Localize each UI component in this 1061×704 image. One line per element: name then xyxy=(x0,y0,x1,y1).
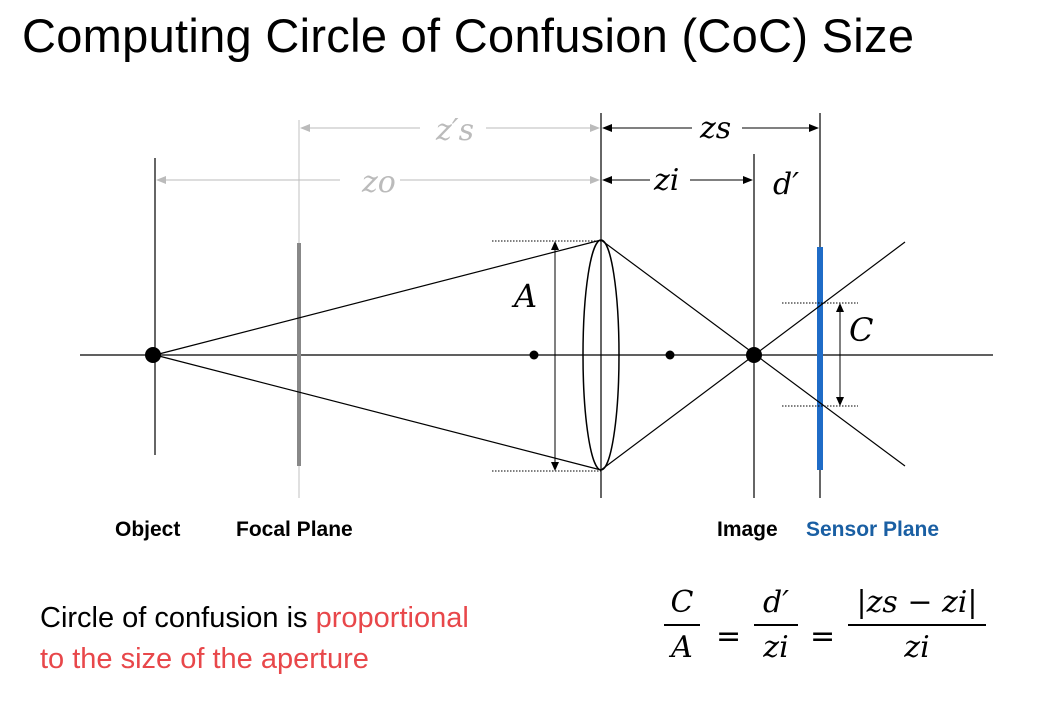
fraction-2-bar xyxy=(754,624,798,626)
object-point xyxy=(145,347,161,363)
zo-symbol: zo xyxy=(361,165,396,200)
focal-point-right xyxy=(665,350,675,360)
image-label: Image xyxy=(717,518,778,541)
fraction-2-numerator: d′ xyxy=(762,585,789,620)
aperture-arrow-head-bottom xyxy=(551,462,559,471)
caption-highlight-2: to the size of the aperture xyxy=(40,643,369,675)
fraction-1-bar xyxy=(664,624,700,626)
zs-symbol: zs xyxy=(699,111,731,146)
zi-arrow-right xyxy=(743,176,753,184)
aperture-arrow-head-top xyxy=(551,241,559,250)
zs-prime-arrow-right xyxy=(590,124,600,132)
coc-symbol: C xyxy=(849,311,873,349)
fraction-3-denominator: zi xyxy=(904,630,930,665)
fraction-3-numerator: |zs − zi| xyxy=(856,585,978,620)
equals-sign-2: = xyxy=(810,619,836,654)
zo-arrow-right xyxy=(590,176,600,184)
object-label: Object xyxy=(115,518,181,541)
ray-top-in xyxy=(154,239,602,356)
aperture-symbol: A xyxy=(511,277,537,315)
fraction-1-denominator: A xyxy=(671,630,693,665)
caption-highlight-1: proportional xyxy=(315,602,469,634)
focal-plane-label: Focal Plane xyxy=(236,518,353,541)
zs-prime-arrow-left xyxy=(300,124,310,132)
fraction-3-bar xyxy=(848,624,986,626)
equals-sign-1: = xyxy=(716,619,742,654)
coc-arrow-head-bottom xyxy=(836,397,844,406)
zs-prime-symbol: z′s xyxy=(435,113,474,148)
caption-plain: Circle of confusion is xyxy=(40,602,316,634)
ray-bottom-in xyxy=(154,354,602,471)
zo-arrow-left xyxy=(156,176,166,184)
zs-arrow-left xyxy=(602,124,612,132)
zs-arrow-right xyxy=(809,124,819,132)
image-point xyxy=(746,347,762,363)
fraction-abs-diff-over-zi: |zs − zi| zi xyxy=(848,585,986,665)
fraction-d-over-zi: d′ zi xyxy=(754,585,798,665)
focal-point-left xyxy=(529,350,539,360)
zi-arrow-left xyxy=(602,176,612,184)
caption: Circle of confusion is proportional to t… xyxy=(40,598,469,680)
sensor-plane-label: Sensor Plane xyxy=(806,518,940,541)
fraction-2-denominator: zi xyxy=(763,630,789,665)
d-prime-symbol: d′ xyxy=(773,167,799,202)
fraction-1-numerator: C xyxy=(670,585,694,620)
coc-arrow-head-top xyxy=(836,303,844,312)
zi-symbol: zi xyxy=(653,163,679,198)
fraction-c-over-a: C A xyxy=(664,585,700,665)
page-title: Computing Circle of Confusion (CoC) Size xyxy=(22,9,915,62)
